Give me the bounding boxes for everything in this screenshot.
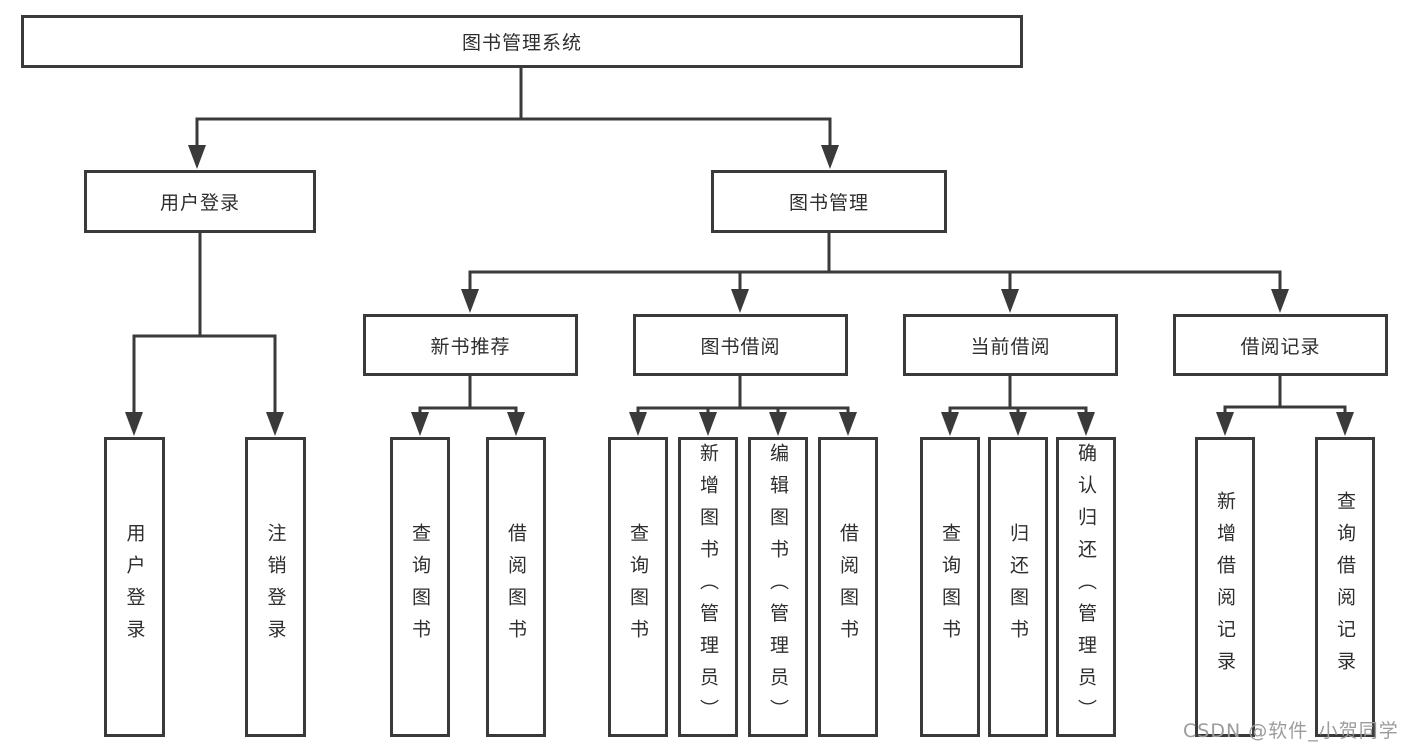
- leaf-query-books-borrowing: 查询图书: [608, 437, 668, 737]
- node-current-borrowing: 当前借阅: [903, 314, 1118, 376]
- leaf-user-login: 用户登录: [104, 437, 165, 737]
- leaf-confirm-return-admin: 确认归还（管理员）: [1056, 437, 1116, 737]
- leaf-borrow-books-recommend: 借阅图书: [486, 437, 546, 737]
- node-book-management: 图书管理: [711, 170, 947, 233]
- leaf-logout: 注销登录: [245, 437, 306, 737]
- node-library-system: 图书管理系统: [21, 15, 1023, 68]
- watermark: CSDN @软件_小贺同学: [1183, 720, 1399, 742]
- leaf-return-books: 归还图书: [988, 437, 1048, 737]
- leaf-add-book-admin: 新增图书（管理员）: [678, 437, 738, 737]
- node-user-login: 用户登录: [84, 170, 316, 233]
- node-new-book-recommendation: 新书推荐: [363, 314, 578, 376]
- leaf-query-books-recommend: 查询图书: [390, 437, 450, 737]
- leaf-query-borrow-record: 查询借阅记录: [1315, 437, 1375, 737]
- leaf-add-borrow-record: 新增借阅记录: [1195, 437, 1255, 737]
- node-borrowing-records: 借阅记录: [1173, 314, 1388, 376]
- leaf-query-books-current: 查询图书: [920, 437, 980, 737]
- leaf-edit-book-admin: 编辑图书（管理员）: [748, 437, 808, 737]
- leaf-borrow-books-borrowing: 借阅图书: [818, 437, 878, 737]
- node-book-borrowing: 图书借阅: [633, 314, 848, 376]
